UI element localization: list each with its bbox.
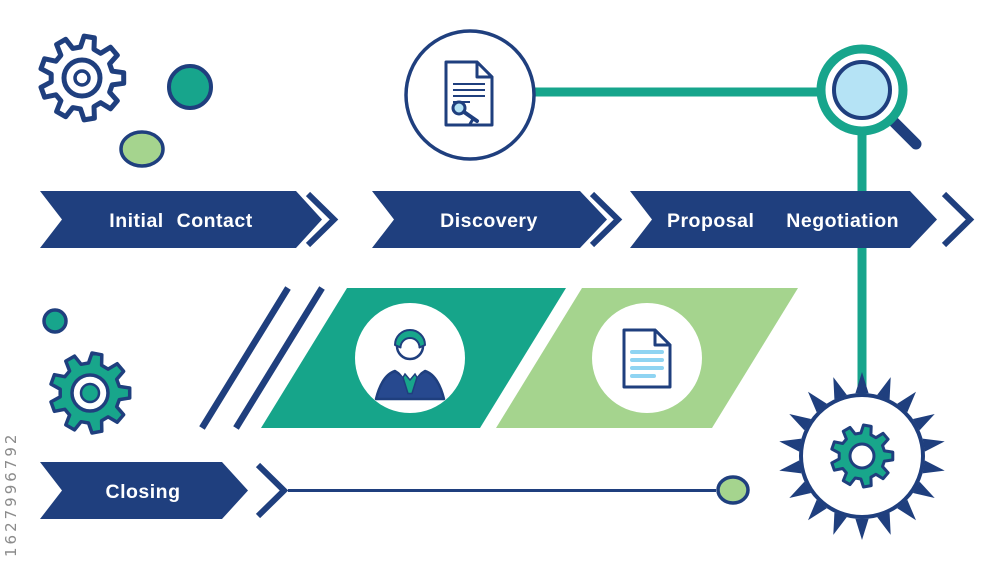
stage-arrow-proposal-negotiation [630, 191, 937, 248]
green-dot-small [716, 475, 750, 505]
stage-arrow-initial-contact [40, 191, 322, 248]
stage-arrow-discovery [372, 191, 607, 248]
document-key-icon [404, 29, 536, 161]
stage-label-discovery: Discovery [440, 210, 538, 232]
green-gear-icon [49, 351, 132, 435]
chevron-icon [941, 191, 975, 248]
document-icon [592, 303, 702, 413]
stage-arrow-closing [40, 462, 248, 519]
chevron-icon [255, 462, 289, 519]
key-icon [451, 100, 479, 126]
green-dot [119, 130, 165, 168]
magnifier-icon [816, 44, 922, 150]
stage-label-proposal-negotiation: Proposal Negotiation [667, 210, 899, 232]
gear-outline-icon [38, 33, 127, 123]
chevron-icon [589, 191, 623, 248]
chevron-icon [305, 191, 339, 248]
stage-arrows: Initial Contact Discovery Proposal Negot… [40, 191, 975, 248]
small-teal-dot [42, 308, 68, 334]
process-parallelograms [199, 286, 798, 430]
stage-label-initial-contact: Initial Contact [109, 210, 252, 232]
slash-mark-icon [199, 286, 291, 430]
slash-mark-icon [233, 286, 325, 430]
closing-row: Closing [40, 462, 289, 519]
stage-label-closing: Closing [106, 481, 181, 503]
teal-dot [167, 64, 213, 110]
person-icon [355, 303, 465, 413]
gear-burst-icon [779, 372, 945, 540]
stock-watermark: 1627996792 [2, 431, 20, 557]
